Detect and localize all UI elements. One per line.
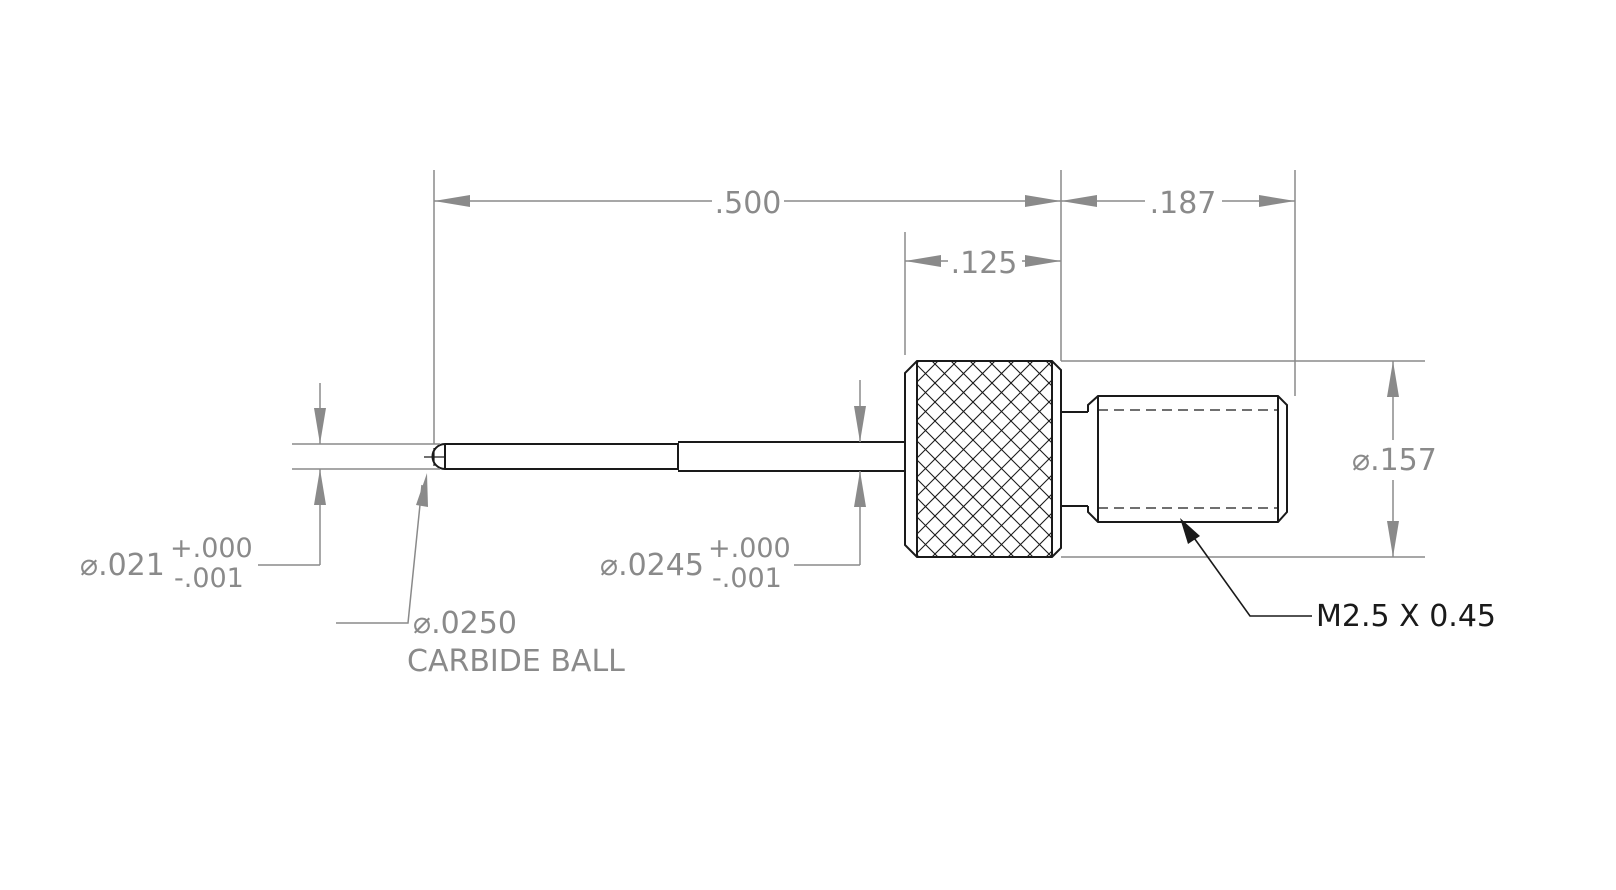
- ball-diameter-value: .0250: [431, 606, 517, 641]
- knurl-line: [917, 361, 958, 402]
- dimension-body-diameter: ⌀.157: [1352, 361, 1437, 557]
- shaft-diameter-value: .021: [98, 548, 165, 583]
- knurl-pattern: [685, 361, 1337, 557]
- dimension-knurl-length: .125: [905, 246, 1061, 281]
- ball-diameter-label: ⌀.0250: [413, 606, 517, 641]
- knurl-line: [988, 361, 1052, 425]
- knurl-line: [917, 478, 996, 557]
- knurl-line: [685, 361, 881, 557]
- knurl-line: [704, 361, 900, 557]
- stem-tolerance-upper: +.000: [708, 533, 791, 564]
- thread-neck: [1061, 411, 1088, 507]
- extension-lines: [292, 170, 1425, 558]
- body-diameter-value: .157: [1370, 443, 1437, 478]
- knurl-line: [1141, 361, 1337, 557]
- diameter-symbol: ⌀: [600, 548, 618, 583]
- dimension-thread-length: .187: [1061, 186, 1295, 221]
- stylus-shaft: [444, 441, 905, 472]
- knurl-line: [1141, 361, 1337, 557]
- diameter-symbol: ⌀: [1352, 443, 1370, 478]
- knurl-line: [969, 474, 1052, 557]
- knurl-line: [1103, 361, 1299, 557]
- thread-length-value: .187: [1150, 186, 1217, 221]
- knurl-line: [950, 455, 1052, 557]
- knurl-length-value: .125: [951, 246, 1018, 281]
- knurl-line: [917, 361, 996, 440]
- knurl-line: [1065, 361, 1261, 557]
- shaft-tolerance-upper: +.000: [170, 533, 253, 564]
- knurl-line: [917, 497, 977, 557]
- stem-diameter-label: ⌀.0245: [600, 548, 704, 583]
- dimension-stem-diameter: ⌀.0245 +.000 -.001: [600, 380, 866, 594]
- knurl-line: [969, 361, 1052, 444]
- knurl-line: [1026, 361, 1052, 387]
- dimension-overall-length: .500: [434, 186, 1061, 221]
- knurl-line: [917, 535, 939, 557]
- knurl-line: [917, 554, 920, 557]
- ball-center-mark: [424, 448, 444, 466]
- diameter-symbol: ⌀: [413, 606, 431, 641]
- thread-spec-label: M2.5 X 0.45: [1316, 599, 1496, 634]
- knurl-line: [1045, 361, 1052, 368]
- stem-tolerance-lower: -.001: [712, 563, 782, 594]
- knurl-line: [917, 361, 939, 383]
- knurl-line: [1103, 361, 1299, 557]
- leader-carbide-ball: ⌀.0250 CARBIDE BALL: [336, 473, 625, 679]
- knurl-line: [1045, 550, 1052, 557]
- knurl-line: [917, 516, 958, 557]
- stem-diameter-value: .0245: [618, 548, 704, 583]
- knurl-line: [917, 459, 1015, 557]
- knurl-line: [1122, 361, 1318, 557]
- knurl-line: [1065, 361, 1261, 557]
- overall-length-value: .500: [715, 186, 782, 221]
- knurl-line: [917, 398, 1052, 535]
- knurl-line: [917, 361, 1015, 459]
- thread-minor-diameter: [1098, 409, 1278, 509]
- knurl-line: [917, 361, 920, 364]
- knurl-line: [1007, 361, 1052, 406]
- diameter-symbol: ⌀: [80, 548, 98, 583]
- knurl-line: [1084, 361, 1280, 557]
- dimension-shaft-diameter: ⌀.021 +.000 -.001: [80, 383, 326, 594]
- part-geometry: [424, 360, 1337, 558]
- knurl-line: [917, 379, 1052, 516]
- knurl-line: [917, 361, 977, 421]
- shaft-diameter-label: ⌀.021: [80, 548, 165, 583]
- body-diameter-label: ⌀.157: [1352, 443, 1437, 478]
- leader-thread-spec: M2.5 X 0.45: [1180, 518, 1496, 634]
- knurl-line: [917, 361, 1052, 497]
- knurl-line: [1026, 531, 1052, 557]
- threaded-section: [1087, 395, 1288, 523]
- carbide-ball-label: CARBIDE BALL: [407, 644, 625, 679]
- knurl-line: [1007, 512, 1052, 557]
- knurl-line: [931, 436, 1052, 557]
- knurl-line: [917, 361, 1034, 478]
- knurl-line: [1122, 361, 1318, 557]
- knurl-line: [704, 361, 900, 557]
- knurl-line: [917, 417, 1052, 554]
- knurl-line: [1084, 361, 1280, 557]
- shaft-tolerance-lower: -.001: [174, 563, 244, 594]
- knurl-line: [988, 493, 1052, 557]
- knurl-line: [685, 361, 881, 557]
